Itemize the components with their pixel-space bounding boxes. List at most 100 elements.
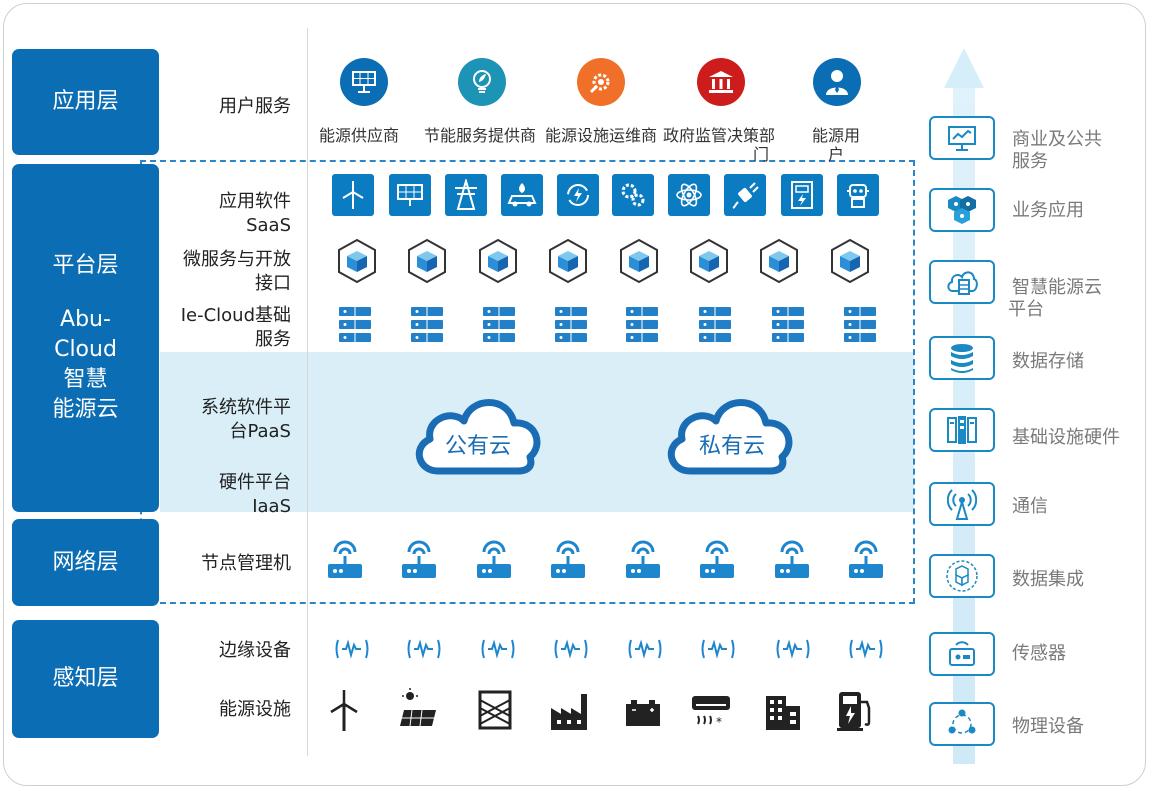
battery-icon: [626, 700, 660, 726]
wireless-router-icon: [626, 540, 660, 578]
data-integration-icon: [929, 554, 995, 598]
sublabel-energy-facility: 能源设施: [219, 699, 291, 720]
user-icon: [826, 70, 848, 95]
sublabel-line: SaaS: [246, 215, 291, 236]
sublabel-saas: 应用软件 SaaS: [219, 190, 291, 238]
platform-name-line: Abu-: [60, 307, 111, 332]
server-rack-icon: [929, 408, 995, 452]
stack-label-line: 商业及公共: [1012, 129, 1102, 150]
stakeholder-label: 节能服务提供商: [424, 126, 537, 145]
public-cloud-label: 公有云: [444, 434, 511, 459]
column-divider: [307, 28, 308, 756]
microservice-cube-icon: [338, 238, 376, 284]
stakeholder-label: 能源用 户: [812, 126, 860, 164]
wind-turbine-icon: [330, 690, 358, 731]
signal-wave-icon: [776, 639, 810, 659]
stakeholder-facility-operator: [577, 58, 625, 106]
stakeholder-label-line: 政府监管决策部: [663, 126, 776, 145]
stack-label-data-integration: 数据集成: [1012, 569, 1084, 590]
stakeholder-energy-user: [813, 58, 861, 106]
device-network-icon: [929, 702, 995, 746]
refresh-energy-icon: [557, 174, 599, 216]
stakeholder-government-regulator: [697, 58, 745, 106]
signal-wave-icon: [849, 639, 883, 659]
stack-label-business-app: 业务应用: [1012, 200, 1084, 221]
private-cloud-label: 私有云: [698, 434, 765, 459]
heat-exchanger-icon: [478, 690, 512, 730]
microservice-cube-icon: [831, 238, 869, 284]
gears-icon: [612, 174, 654, 216]
server-icon: [844, 305, 876, 345]
stack-label-communication: 通信: [1012, 496, 1048, 517]
microservice-cube-icon: [549, 238, 587, 284]
sublabel-line: 系统软件平: [201, 397, 291, 418]
server-icon: [772, 305, 804, 345]
diagram-frame: [3, 3, 1146, 786]
stack-label-line: 智慧能源云: [1012, 277, 1102, 298]
stack-label-physical-device: 物理设备: [1012, 716, 1084, 737]
sublabel-edge-device: 边缘设备: [219, 640, 291, 661]
cloud-server-icon: [929, 260, 995, 304]
air-conditioner-icon: *: [692, 696, 730, 729]
gear-wrench-icon: [589, 73, 610, 94]
stakeholder-label: 能源供应商: [319, 126, 400, 145]
sublabel-base-service: Ie-Cloud基础 服务: [181, 304, 291, 352]
factory-icon: [551, 694, 587, 730]
wireless-router-icon: [700, 540, 734, 578]
layer-perception: 感知层: [12, 620, 159, 738]
stack-label-line: 平台: [1008, 299, 1044, 320]
public-cloud-icon: [415, 399, 541, 475]
signal-wave-icon: [554, 639, 588, 659]
server-icon: [483, 305, 515, 345]
robot-icon: [837, 174, 879, 216]
stack-label-infra-hardware: 基础设施硬件: [1012, 427, 1120, 448]
platform-name-line: Cloud: [54, 337, 117, 362]
wireless-router-icon: [328, 540, 362, 578]
server-icon: [555, 305, 587, 345]
electric-car-icon: [501, 174, 543, 216]
government-icon: [709, 71, 733, 93]
server-icon: [339, 305, 371, 345]
layer-network: 网络层: [12, 519, 159, 606]
sublabel-iaas: 硬件平台 IaaS: [219, 471, 291, 519]
stack-label-energy-cloud-platform: 智慧能源云 平台: [1008, 277, 1102, 321]
signal-wave-icon: [701, 639, 735, 659]
stakeholder-label: 能源设施运维商: [545, 126, 658, 145]
sublabel-line: 接口: [255, 273, 291, 294]
presentation-icon: [929, 116, 995, 160]
wireless-router-icon: [477, 540, 511, 578]
stack-arrow-head: [944, 48, 984, 88]
wind-turbine-icon: [332, 174, 374, 216]
solar-panel-icon: [352, 71, 376, 93]
platform-name-line: 能源云: [52, 397, 119, 422]
atom-icon: [668, 174, 710, 216]
sublabel-line: Ie-Cloud基础: [180, 305, 291, 326]
microservice-cube-icon: [620, 238, 658, 284]
layer-perception-label: 感知层: [52, 666, 119, 691]
layer-platform-label: 平台层: [52, 253, 119, 278]
microservice-cube-icon: [479, 238, 517, 284]
stakeholder-label: 政府监管决策部 门: [663, 126, 775, 164]
server-icon: [626, 305, 658, 345]
microservice-cube-icon: [690, 238, 728, 284]
sublabel-line: 微服务与开放: [183, 249, 291, 270]
power-tower-icon: [445, 174, 487, 216]
sublabel-line: 应用软件: [219, 191, 291, 212]
sublabel-user-service: 用户服务: [219, 96, 291, 117]
app-cubes-icon: [929, 188, 995, 232]
wireless-router-icon: [849, 540, 883, 578]
sublabel-line: 台PaaS: [229, 421, 291, 442]
sublabel-microservice: 微服务与开放 接口: [183, 248, 291, 296]
stack-label-sensor: 传感器: [1012, 643, 1066, 664]
plug-icon: [724, 174, 766, 216]
meter-icon: [781, 174, 823, 216]
stakeholder-label-line: 门: [753, 145, 770, 164]
private-cloud-icon: [667, 399, 793, 475]
sensor-icon: [929, 632, 995, 676]
wireless-router-icon: [775, 540, 809, 578]
charging-station-icon: [837, 692, 871, 731]
server-icon: [699, 305, 731, 345]
wireless-router-icon: [402, 540, 436, 578]
signal-wave-icon: [628, 639, 662, 659]
signal-wave-icon: [407, 639, 441, 659]
